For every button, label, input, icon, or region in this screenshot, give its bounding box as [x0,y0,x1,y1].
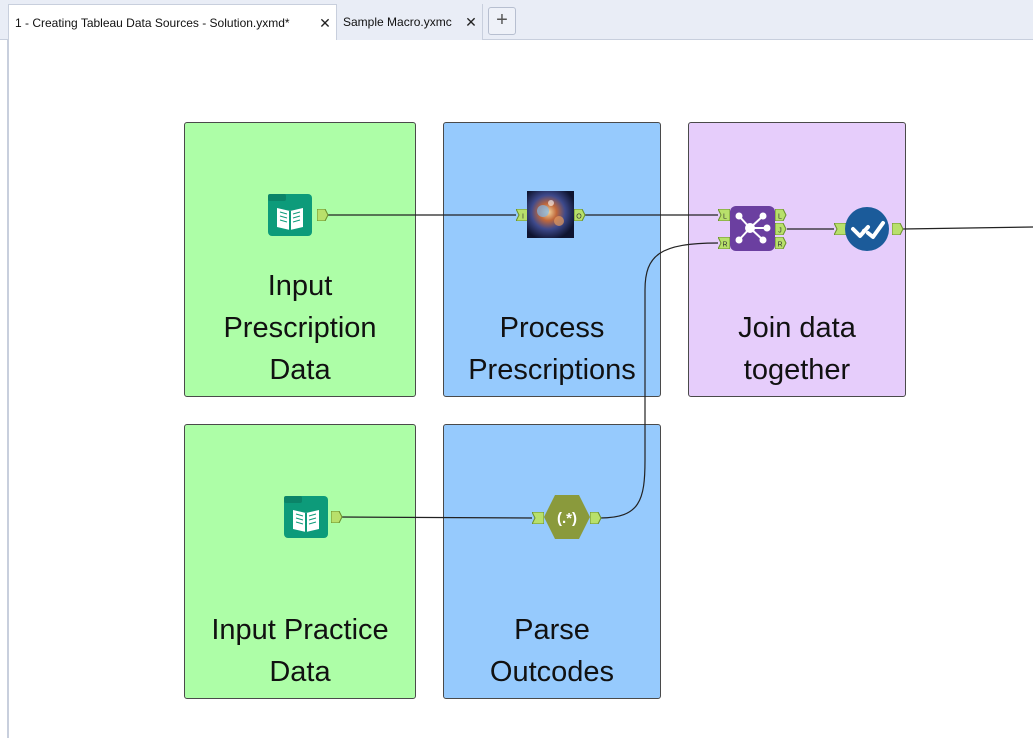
regex-tool[interactable]: (.*) [543,494,591,540]
join-right-output-anchor[interactable]: R [775,237,787,249]
join-right-input-anchor[interactable]: R [718,237,730,249]
tab-workflow-solution[interactable]: 1 - Creating Tableau Data Sources - Solu… [8,4,337,40]
anchor-label: L [778,214,782,221]
join-tool[interactable] [730,206,775,251]
regex-output-anchor[interactable] [590,512,602,524]
anchor-label: O [576,214,582,221]
container-title-line: Data [269,354,331,386]
container-title-line: Prescription [223,312,377,344]
container-join-data-together[interactable]: Join data together [688,122,906,397]
regex-glyph: (.*) [557,510,577,527]
output-data-tool[interactable] [845,207,890,252]
input-data-tool-practice[interactable] [284,494,330,540]
container-title-line: together [743,354,851,386]
close-tab-icon[interactable]: ✕ [319,15,331,31]
anchor-label: J [778,228,782,235]
join-icon [730,206,775,251]
macro-input-anchor[interactable]: I [516,209,528,221]
output-tool-output-anchor[interactable] [892,223,904,235]
tab-label: Sample Macro.yxmc [343,15,452,29]
regex-icon: (.*) [544,495,590,539]
close-tab-icon[interactable]: ✕ [465,14,477,30]
input-data-tool[interactable] [268,192,314,238]
connection-output-onward [902,226,1033,230]
container-title-line: Join data [738,312,856,344]
anchor-label: R [777,242,782,249]
container-title-line: Prescriptions [468,354,636,386]
tab-sample-macro[interactable]: Sample Macro.yxmc ✕ [337,4,483,40]
container-title-line: Input Practice [211,614,389,646]
container-title-line: Data [269,656,331,688]
input-data-icon [284,496,328,538]
anchor-label: R [722,242,727,249]
macro-icon [527,191,574,238]
tab-bar: 1 - Creating Tableau Data Sources - Solu… [0,0,1033,40]
join-left-output-anchor[interactable]: L [775,209,787,221]
connection-regex-to-join [599,242,719,519]
anchor-label: L [723,214,727,221]
output-tool-input-anchor[interactable] [834,223,846,235]
container-title-line: Parse [514,614,590,646]
container-title-line: Input [267,270,333,302]
container-title-line: Process [499,312,605,344]
regex-input-anchor[interactable] [532,512,544,524]
output-data-icon [845,207,889,251]
tab-label: 1 - Creating Tableau Data Sources - Solu… [15,16,290,30]
container-process-prescriptions[interactable]: Process Prescriptions [443,122,661,397]
join-join-output-anchor[interactable]: J [775,223,787,235]
canvas-left-border [7,40,9,738]
join-left-input-anchor[interactable]: L [718,209,730,221]
input-data-icon [268,194,312,236]
anchor-label: I [522,214,524,221]
connection-input-to-regex [339,516,533,519]
output-anchor[interactable] [331,511,343,523]
container-input-prescription-data[interactable]: Input Prescription Data [184,122,416,397]
container-parse-outcodes[interactable]: Parse Outcodes [443,424,661,699]
output-anchor[interactable] [317,209,329,221]
macro-output-anchor[interactable]: O [574,209,586,221]
macro-tool[interactable] [527,191,574,238]
add-tab-button[interactable]: + [488,7,516,35]
container-input-practice-data[interactable]: Input Practice Data [184,424,416,699]
container-title-line: Outcodes [489,656,615,688]
